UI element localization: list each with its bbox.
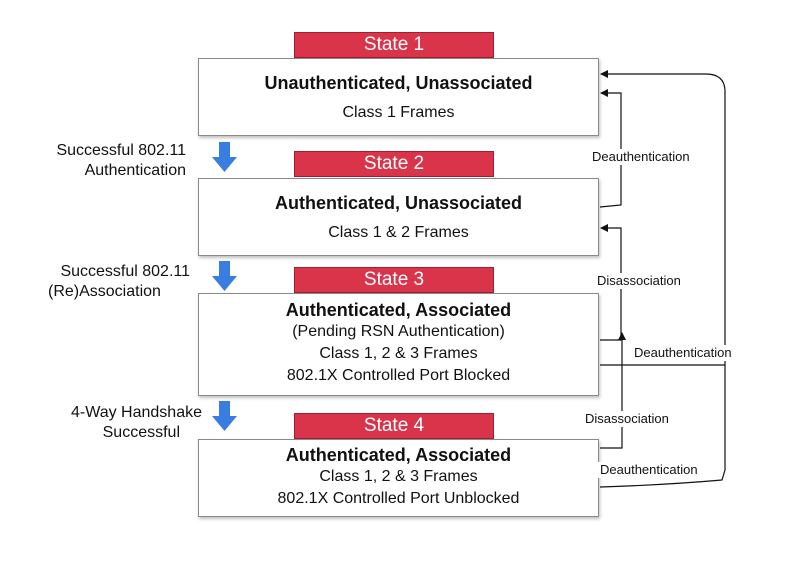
forward-transition-3-label: 4-Way Handshake Successful: [70, 404, 202, 441]
state-2-line-1: Class 1 & 2 Frames: [328, 224, 469, 241]
state-1-title: Unauthenticated, Unassociated: [264, 73, 533, 93]
s2-deauth-label: Deauthentication: [590, 149, 692, 165]
state-4-tag: State 4: [294, 413, 494, 439]
state-4-box: Authenticated, Associated Class 1, 2 & 3…: [198, 439, 599, 517]
state-1-box: Unauthenticated, Unassociated Class 1 Fr…: [198, 58, 599, 136]
state-3-line-2: Class 1, 2 & 3 Frames: [319, 345, 478, 362]
state-3-title: Authenticated, Associated: [285, 300, 512, 320]
state-2-box: Authenticated, Unassociated Class 1 & 2 …: [198, 178, 599, 256]
forward-transition-2-label: Successful 802.11 (Re)Association: [48, 263, 190, 300]
forward-transition-1-label: Successful 802.11 Authentication: [56, 142, 186, 179]
s4-deauth-label: Deauthentication: [598, 462, 700, 478]
forward-arrow-3-icon: [212, 401, 237, 431]
s3-disassoc-label: Disassociation: [595, 273, 683, 289]
state-2-tag: State 2: [294, 151, 494, 177]
state-4-line-1: Class 1, 2 & 3 Frames: [319, 468, 478, 485]
s4-disassoc-label: Disassociation: [583, 411, 671, 427]
forward-arrow-1-icon: [212, 142, 237, 172]
state-1-tag: State 1: [294, 32, 494, 58]
state-3-line-3: 802.1X Controlled Port Blocked: [286, 367, 511, 384]
s3-deauth-label: Deauthentication: [632, 345, 734, 361]
s4-to-s2-disassoc-line: [600, 332, 626, 449]
state-3-line-1: (Pending RSN Authentication): [292, 323, 505, 340]
s4-to-s1-deauth-line: [599, 70, 726, 488]
state-3-tag: State 3: [294, 267, 494, 293]
state-2-title: Authenticated, Unassociated: [274, 193, 523, 213]
state-1-line-1: Class 1 Frames: [342, 104, 455, 121]
state-4-title: Authenticated, Associated: [285, 445, 512, 465]
state-4-line-2: 802.1X Controlled Port Unblocked: [277, 490, 520, 507]
state-3-box: Authenticated, Associated (Pending RSN A…: [198, 293, 599, 396]
forward-arrow-2-icon: [212, 261, 237, 291]
